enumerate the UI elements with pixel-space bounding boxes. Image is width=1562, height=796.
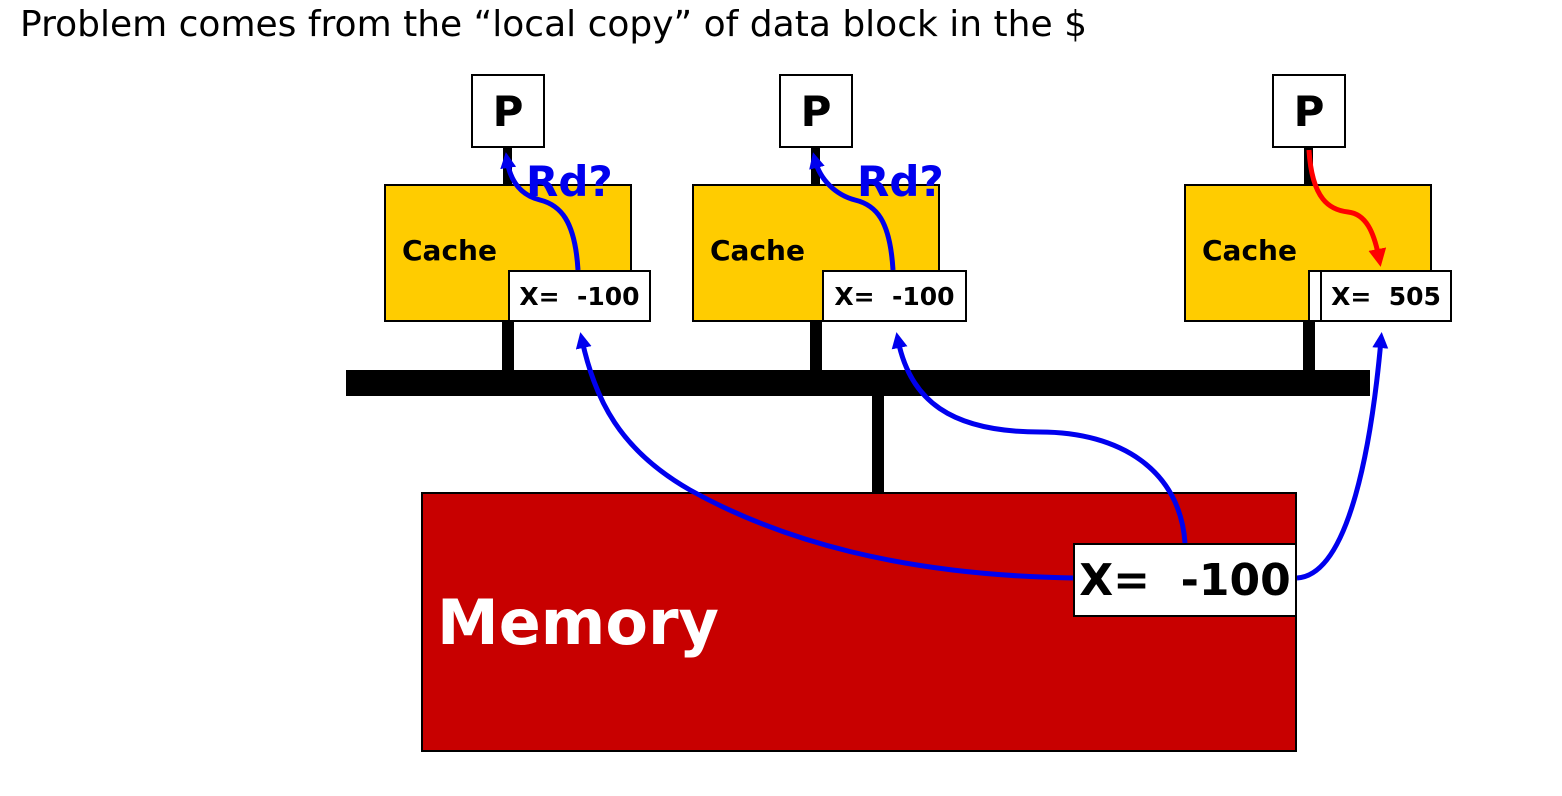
cache-3-value: X= 505 bbox=[1320, 270, 1452, 322]
read-arrow-2 bbox=[809, 152, 896, 271]
cache1-bus-link bbox=[502, 320, 514, 372]
cache-label: Cache bbox=[710, 234, 805, 267]
cache-1-value: X= -100 bbox=[508, 270, 651, 322]
fill-arrow-cache-2 bbox=[891, 332, 1188, 544]
memory-label: Memory bbox=[437, 586, 719, 659]
memory: Memory bbox=[421, 492, 1297, 752]
processor-1: P bbox=[471, 74, 545, 148]
memory-value: X= -100 bbox=[1073, 543, 1297, 617]
bus-memory-link bbox=[872, 396, 884, 493]
read-arrow-1 bbox=[500, 152, 581, 271]
system-bus bbox=[346, 370, 1370, 396]
cache-2-value: X= -100 bbox=[822, 270, 967, 322]
cache2-bus-link bbox=[810, 320, 822, 372]
write-arrow bbox=[1306, 149, 1387, 267]
slide-title: Problem comes from the “local copy” of d… bbox=[20, 4, 1087, 45]
cache-label: Cache bbox=[1202, 234, 1297, 267]
processor-2: P bbox=[779, 74, 853, 148]
read-label-2: Rd? bbox=[857, 157, 944, 206]
fill-arrow-cache-1 bbox=[575, 332, 1074, 581]
processor-3: P bbox=[1272, 74, 1346, 148]
cache-label: Cache bbox=[402, 234, 497, 267]
fill-arrow-cache-3 bbox=[1296, 332, 1389, 581]
cache3-bus-link bbox=[1303, 320, 1315, 372]
